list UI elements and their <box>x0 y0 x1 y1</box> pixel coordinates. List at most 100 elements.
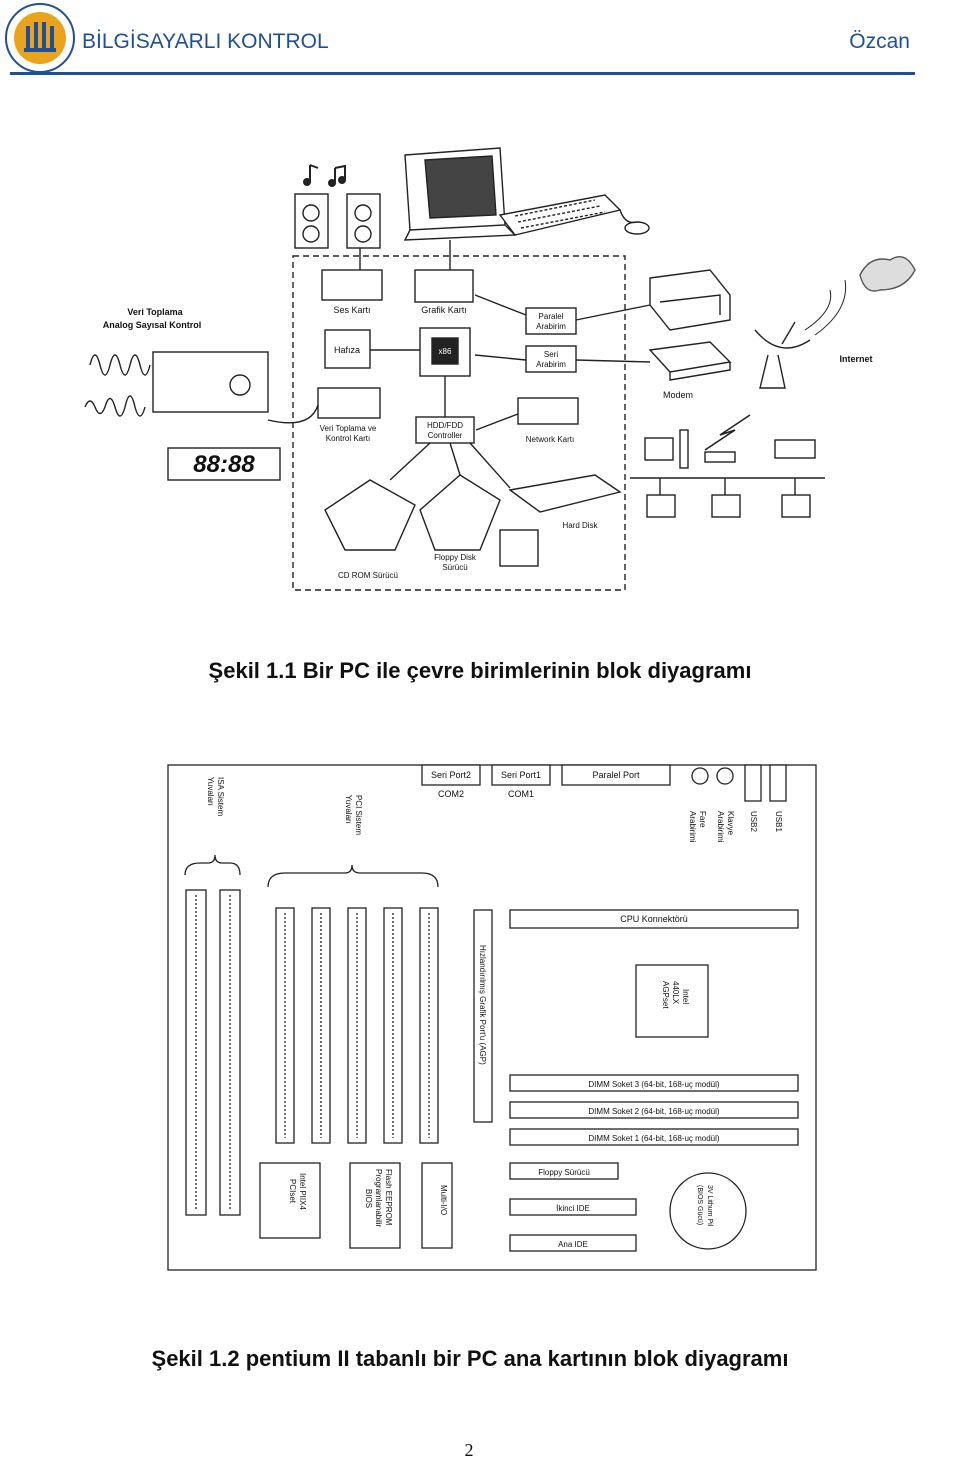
hard-disk-icon <box>508 474 622 513</box>
label-isa1: ISA Sistem <box>216 777 225 816</box>
label-parallel2: Arabirim <box>536 322 566 331</box>
label-flash3: BIOS <box>364 1189 373 1208</box>
header-title: BİLGİSAYARLI KONTROL <box>82 30 329 53</box>
floppy-disk-icon <box>499 529 539 567</box>
hdd-controller-box <box>415 416 475 444</box>
dimm-socket-1 <box>509 1128 799 1146</box>
keyboard-icon <box>498 194 622 236</box>
label-battery1: 3V Lithum Pil <box>706 1185 713 1227</box>
speakers-icon <box>294 193 381 249</box>
label-usb2: USB2 <box>749 811 758 832</box>
usb1-port <box>769 764 787 802</box>
label-dimm3: DIMM Soket 3 (64-bit, 168-uç modül) <box>588 1080 719 1089</box>
label-piix1: Intel PIIX4 <box>298 1173 307 1210</box>
label-ide1: Ana IDE <box>558 1240 588 1249</box>
label-com2: COM2 <box>438 789 464 799</box>
label-floppy: Floppy Sürücü <box>538 1168 590 1177</box>
label-dimm2: DIMM Soket 2 (64-bit, 168-uç modül) <box>588 1107 719 1116</box>
motherboard-diagram: Seri Port2 COM2 Seri Port1 COM1 Paralel … <box>167 764 817 1271</box>
university-seal-icon <box>5 3 75 73</box>
modem-icon <box>648 341 732 381</box>
label-dimm1: DIMM Soket 1 (64-bit, 168-uç modül) <box>588 1134 719 1143</box>
analog-wave-1 <box>89 354 151 376</box>
label-graphics-card: Grafik Kartı <box>421 305 467 315</box>
header-divider <box>10 72 915 75</box>
mouse-port <box>691 767 709 785</box>
multi-io-chip <box>421 1162 453 1249</box>
label-sound-card: Ses Kartı <box>333 305 370 315</box>
label-floppy1: Floppy Disk <box>434 553 477 562</box>
label-parallel: Paralel <box>539 312 564 321</box>
pc-peripherals-diagram: Veri Toplama Analog Sayısal Kontrol Ses … <box>84 147 916 591</box>
label-ide2: İkinci IDE <box>556 1204 590 1213</box>
internet-cloud-icon <box>859 256 916 292</box>
parallel-port <box>561 764 671 786</box>
daq-device-icon <box>152 351 269 413</box>
label-parallel-port: Paralel Port <box>592 770 640 780</box>
figure1-caption: Şekil 1.1 Bir PC ile çevre birimlerinin … <box>208 658 752 683</box>
label-usb1: USB1 <box>774 811 783 832</box>
label-cdrom: CD ROM Sürücü <box>338 571 398 580</box>
label-flash1: Flash EEPROM <box>384 1169 393 1226</box>
intel-piix4-chip <box>259 1162 321 1239</box>
intel-440lx-chip <box>635 964 709 1038</box>
label-chip3: AGPset <box>661 981 670 1009</box>
label-pci2: Yuvaları <box>344 795 353 824</box>
monitor-icon <box>403 147 517 241</box>
label-daq-card1: Veri Toplama ve <box>320 424 377 433</box>
label-agp: Hızlandırılmış Grafik Port'u (AGP) <box>478 945 487 1065</box>
satellite-dish-icon <box>754 321 811 389</box>
seven-segment-display <box>167 447 281 481</box>
label-floppy2: Sürücü <box>442 563 467 572</box>
graphics-card <box>414 269 474 303</box>
secondary-ide <box>509 1198 637 1216</box>
label-chip1: Intel <box>681 989 690 1004</box>
label-isa2: Yuvaları <box>206 777 215 806</box>
floppy-connector <box>509 1162 619 1180</box>
label-serial: Seri <box>544 350 558 359</box>
label-hard-disk: Hard Disk <box>562 521 598 530</box>
page-number: 2 <box>464 1440 474 1460</box>
label-internet: Internet <box>839 354 872 364</box>
music-notes-icon <box>303 164 346 187</box>
primary-ide <box>509 1234 637 1252</box>
sound-card <box>321 269 383 301</box>
label-kbd1: Klavye <box>726 811 735 836</box>
serial-port1 <box>491 764 551 786</box>
label-battery2: (BIOS Gücü) <box>696 1185 703 1225</box>
label-daq-title: Veri Toplama <box>127 307 183 317</box>
label-serial2: Arabirim <box>536 360 566 369</box>
label-hdd-ctrl2: Controller <box>428 431 463 440</box>
figure2-caption: Şekil 1.2 pentium II tabanlı bir PC ana … <box>151 1346 789 1371</box>
label-memory: Hafıza <box>334 345 360 355</box>
label-daq-subtitle: Analog Sayısal Kontrol <box>103 320 202 330</box>
agp-slot <box>473 909 493 1123</box>
label-cpu: x86 <box>439 347 452 356</box>
lightning-link <box>704 414 751 451</box>
label-daq-card2: Kontrol Kartı <box>326 434 370 443</box>
label-cpu-connector: CPU Konnektörü <box>620 914 688 924</box>
label-flash2: Programlanabilir <box>374 1169 383 1228</box>
label-serial2: Seri Port2 <box>431 770 471 780</box>
parallel-interface-box <box>525 307 577 335</box>
signal-waves <box>804 279 847 336</box>
label-mouse2: Arabirimi <box>688 811 697 843</box>
mouse-icon <box>619 209 650 235</box>
bios-battery <box>669 1172 747 1250</box>
keyboard-port <box>716 767 734 785</box>
analog-wave-2 <box>84 395 146 417</box>
usb2-port <box>744 764 762 802</box>
serial-port2 <box>421 764 481 786</box>
label-chip2: 440LX <box>671 981 680 1005</box>
label-piix2: PCIset <box>288 1179 297 1204</box>
dimm-socket-3 <box>509 1074 799 1092</box>
header-author: Özcan <box>849 30 910 53</box>
label-multiio: Multi-I/O <box>439 1185 448 1215</box>
label-hdd-ctrl1: HDD/FDD <box>427 421 463 430</box>
label-com1: COM1 <box>508 789 534 799</box>
network-diagram <box>630 429 825 518</box>
label-display: 88:88 <box>193 451 255 478</box>
label-mouse1: Fare <box>698 811 707 828</box>
page-header: BİLGİSAYARLI KONTROL Özcan <box>0 0 960 80</box>
serial-interface-box <box>525 345 577 373</box>
